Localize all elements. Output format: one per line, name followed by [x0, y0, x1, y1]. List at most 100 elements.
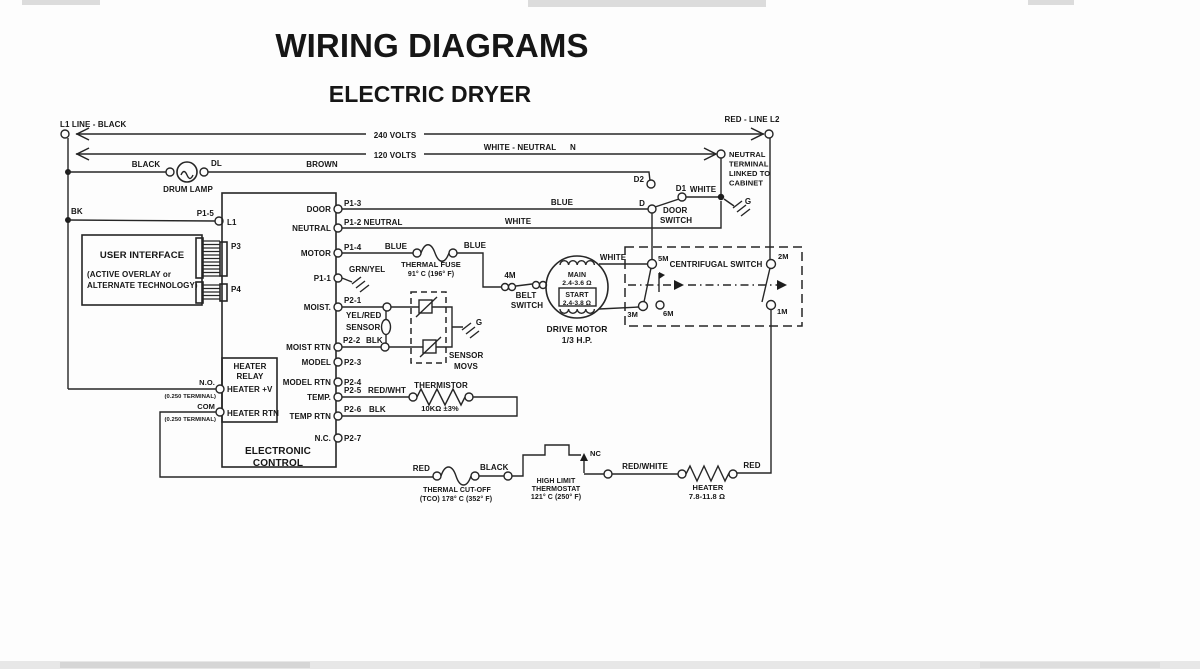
- 1m-label: 1M: [777, 307, 788, 316]
- ground-icon: [461, 322, 480, 339]
- user-interface-sub1: (ACTIVE OVERLAY or: [87, 270, 171, 279]
- user-interface-block: USER INTERFACE (ACTIVE OVERLAY or ALTERN…: [81, 234, 203, 306]
- ground-g-label: G: [476, 318, 482, 327]
- belt-switch-label: SWITCH: [511, 301, 543, 310]
- pin-id: P2-1: [344, 296, 362, 305]
- terminal-1m: [765, 299, 777, 311]
- sensor-element-icon: [418, 299, 433, 314]
- d2-label: D2: [634, 175, 645, 184]
- neutral-terminal-label: TERMINAL: [729, 160, 769, 169]
- heater-circuit-row: RED BLACK NC RED/WHITE RED THERMAL CUT-O…: [413, 444, 761, 503]
- drum-lamp-label: DRUM LAMP: [163, 185, 213, 194]
- wire-color-label: BLK: [369, 405, 386, 414]
- thermal-fuse-icon: [420, 244, 450, 262]
- main-winding-icon: [559, 260, 596, 266]
- pin-label: TEMP.: [307, 393, 331, 402]
- drum-lamp-icon: [176, 161, 198, 183]
- blue-wire-label: BLUE: [464, 241, 487, 250]
- control-name2: CONTROL: [253, 458, 303, 469]
- white-wire-label: WHITE: [600, 253, 627, 262]
- pin-label: MOIST RTN: [286, 343, 331, 352]
- control-name1: ELECTRONIC: [245, 446, 311, 457]
- door-switch-d: [647, 204, 657, 214]
- black-wire-label: BLACK: [132, 160, 161, 169]
- red-wire-label: RED: [743, 461, 760, 470]
- ribbon-connectors: P3 P4: [195, 237, 241, 304]
- 2m-label: 2M: [778, 252, 789, 261]
- pin-label: TEMP RTN: [289, 412, 331, 421]
- l2-line-label: RED - LINE L2: [724, 115, 780, 124]
- l1-terminal: [60, 129, 70, 139]
- white-wire-label: WHITE: [505, 217, 532, 226]
- thermal-fuse-rating: 91° C (196° F): [408, 270, 454, 278]
- centrifugal-switch-block: CENTRIFUGAL SWITCH 5M 2M 3M 6M 1M: [624, 246, 803, 474]
- main-ohms-label: 2.4-3.6 Ω: [562, 280, 592, 287]
- white-wire-label: WHITE: [690, 185, 717, 194]
- pin-label: NEUTRAL: [292, 224, 331, 233]
- p4-label: P4: [231, 285, 241, 294]
- high-limit-label: HIGH LIMIT: [537, 478, 576, 485]
- drive-motor-label: DRIVE MOTOR: [547, 324, 608, 334]
- pin-label: DOOR: [307, 205, 332, 214]
- door-switch-d1: [677, 192, 687, 202]
- high-limit-label: THERMOSTAT: [532, 486, 581, 493]
- 6m-label: 6M: [663, 309, 674, 318]
- pin-id: P2-6: [344, 405, 362, 414]
- actuator-flag-icon: [659, 272, 665, 279]
- bk-label: BK: [71, 207, 83, 216]
- thermistor-label: THERMISTOR: [414, 381, 468, 390]
- thermal-cutoff-icon: [440, 466, 472, 486]
- no-label: N.O.: [199, 378, 215, 387]
- sensor-element-icon: [422, 339, 437, 354]
- wire-color-label: BLK: [366, 336, 383, 345]
- wire-color-label: RED/WHT: [368, 386, 406, 395]
- pin-id: P1-3: [344, 199, 362, 208]
- terminal-6m: [655, 300, 665, 310]
- l2-terminal: [764, 129, 774, 139]
- yel-red-label: YEL/RED: [346, 311, 381, 320]
- sensor-movs-label: SENSOR: [449, 351, 484, 360]
- pin-label: MODEL: [302, 358, 331, 367]
- pin-label: MOIST.: [304, 303, 331, 312]
- power-rails: L1 LINE - BLACK 240 VOLTS RED - LINE L2 …: [60, 115, 780, 389]
- p1-5-label: P1-5: [197, 209, 215, 218]
- belt-switch-label: BELT: [516, 291, 537, 300]
- volts-240-label: 240 VOLTS: [374, 131, 417, 140]
- motor-branch: BLUE BLUE THERMAL FUSE 91° C (196° F) 4M…: [342, 241, 548, 310]
- high-limit-rating: 121° C (250° F): [531, 493, 581, 501]
- grn-yel-label: GRN/YEL: [349, 265, 385, 274]
- door-circuit: BLUE WHITE G D2 D1 D WHITE DOOR SWITCH: [342, 158, 751, 260]
- drum-lamp-branch: BLACK DL DRUM LAMP BROWN: [68, 159, 651, 194]
- d-label: D: [639, 199, 645, 208]
- heater-plus-v-label: HEATER +V: [227, 385, 273, 394]
- pin-label: MODEL RTN: [283, 378, 331, 387]
- white-neutral-label: WHITE - NEUTRAL: [484, 143, 557, 152]
- pin-id: P1-4: [344, 243, 362, 252]
- heater-label: HEATER: [693, 483, 724, 492]
- thermal-fuse-label: THERMAL FUSE: [401, 260, 461, 269]
- sensor-word-label: SENSOR: [346, 323, 381, 332]
- brown-wire-label: BROWN: [306, 160, 338, 169]
- door-switch-d2: [646, 179, 656, 189]
- start-winding-label: START: [565, 292, 589, 299]
- heater-resistor-icon: [685, 464, 730, 483]
- nc-label: NC: [590, 449, 602, 458]
- door-switch-label: DOOR: [663, 206, 688, 215]
- heater-relay-name: RELAY: [237, 372, 264, 381]
- bk-branch: BK P1-5 L1: [67, 207, 237, 227]
- dl-label: DL: [211, 159, 222, 168]
- 5m-label: 5M: [658, 254, 669, 263]
- drive-motor-block: MAIN 2.4-3.6 Ω START 2.4-3.8 Ω DRIVE MOT…: [545, 253, 648, 345]
- main-winding-label: MAIN: [568, 272, 586, 279]
- ground-icon: [732, 200, 751, 217]
- blue-wire-label: BLUE: [385, 242, 408, 251]
- drive-motor-hp-label: 1/3 H.P.: [562, 335, 592, 345]
- pin-label: P1-1: [314, 274, 332, 283]
- terminal-2m: [765, 258, 777, 270]
- thermal-cutoff-label: THERMAL CUT-OFF: [423, 487, 491, 494]
- 3m-label: 3M: [627, 310, 638, 319]
- terminal-5m: [646, 258, 658, 270]
- terminal-note: (0.250 TERMINAL): [164, 417, 216, 423]
